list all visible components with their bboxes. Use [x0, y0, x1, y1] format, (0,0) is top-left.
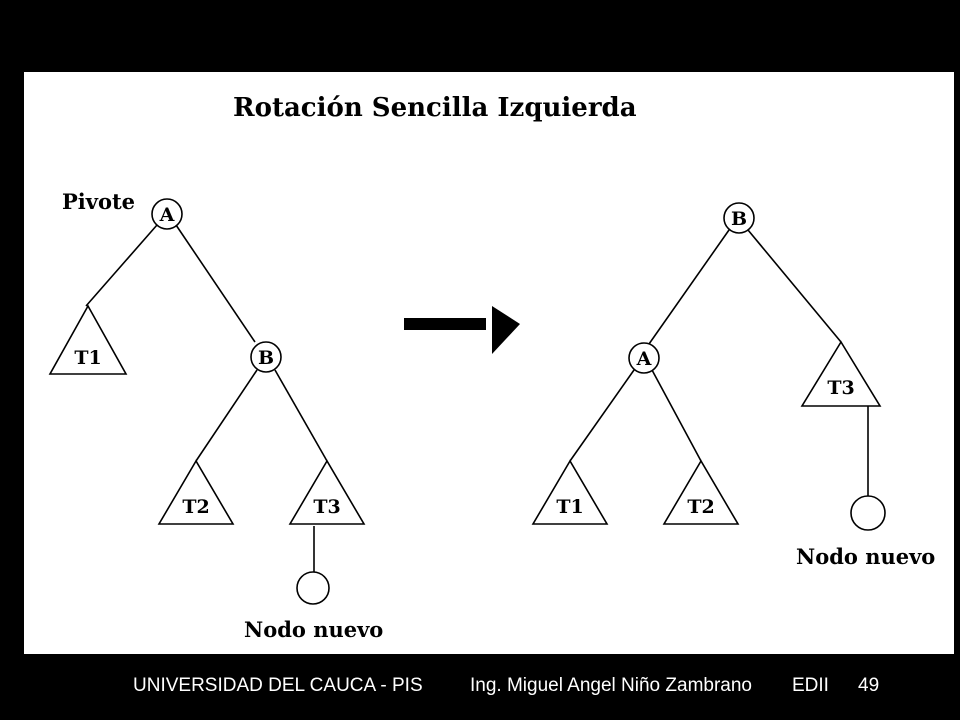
footer-course: EDII: [792, 675, 829, 696]
node-a-label: A: [159, 204, 175, 226]
subtree-t1-triangle: [531, 459, 609, 525]
node-a-label: A: [636, 348, 652, 370]
subtree-t3-triangle: [800, 340, 882, 407]
new-node-circle: [296, 571, 330, 605]
node-a-circle: [628, 342, 660, 374]
subtree-t1-triangle: [48, 304, 128, 375]
edge-b-a: [648, 229, 730, 345]
new-node-circle: [850, 495, 886, 531]
rotation-diagram: Rotación Sencilla Izquierda Pivote A B T…: [48, 93, 935, 642]
edge-b-t2: [195, 369, 258, 462]
subtree-t2-triangle: [157, 459, 235, 525]
footer-page-number: 49: [858, 675, 880, 696]
node-b-circle: [723, 202, 755, 234]
new-node-label: Nodo nuevo: [796, 544, 935, 569]
subtree-t1-label: T1: [556, 496, 583, 518]
right-arrow-icon: [404, 306, 520, 354]
new-node-label: Nodo nuevo: [244, 617, 383, 642]
subtree-t2-triangle: [662, 459, 740, 525]
edge-b-t3: [274, 369, 328, 462]
edge-a-t1: [569, 369, 635, 462]
subtree-t2-label: T2: [687, 496, 714, 518]
subtree-t3-label: T3: [313, 496, 340, 518]
edge-a-t1: [85, 224, 158, 307]
subtree-t3-label: T3: [827, 377, 854, 399]
node-b-label: B: [258, 347, 274, 369]
subtree-t1-label: T1: [74, 347, 101, 369]
slide-panel: Rotación Sencilla Izquierda Pivote A B T…: [24, 72, 954, 654]
subtree-t3-triangle: [288, 459, 366, 525]
edge-a-b: [175, 224, 256, 343]
edge-a-t2: [651, 369, 702, 462]
slide-title: Rotación Sencilla Izquierda: [233, 93, 637, 123]
subtree-t2-label: T2: [182, 496, 209, 518]
node-a-circle: [151, 198, 183, 230]
edge-b-t3: [747, 229, 842, 343]
node-b-circle: [250, 341, 282, 373]
pivot-label: Pivote: [62, 189, 135, 214]
node-b-label: B: [731, 208, 747, 230]
footer-author: Ing. Miguel Angel Niño Zambrano: [470, 675, 752, 696]
footer-institution: UNIVERSIDAD DEL CAUCA - PIS: [133, 675, 423, 696]
